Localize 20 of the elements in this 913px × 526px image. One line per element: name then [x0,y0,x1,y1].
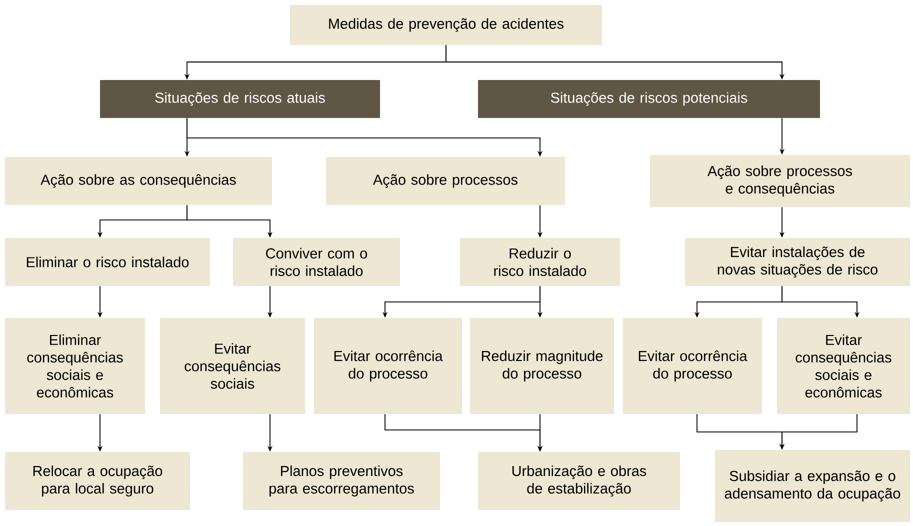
process-box: Subsidiar a expansão e o adensamento da ocupação [715,450,910,522]
process-box: Evitar instalações de novas situações de risco [685,238,910,286]
category-box: Situações de riscos atuais [100,80,380,118]
process-box: Evitar ocorrência do processo [314,318,462,414]
process-box: Eliminar consequências sociais e econômicas [5,318,145,414]
process-box: Relocar a ocupação para local seguro [5,452,190,510]
category-box: Situações de riscos potenciais [478,80,820,118]
process-box: Ação sobre as consequências [5,156,272,205]
process-box: Planos preventivos para escorregamentos [243,452,440,510]
process-box: Evitar consequências sociais e econômicas [777,318,910,414]
process-box: Urbanização e obras de estabilização [478,452,680,510]
process-box: Evitar consequências sociais [160,318,305,414]
process-box: Reduzir o risco instalado [460,238,620,286]
process-box: Evitar ocorrência do processo [623,318,762,414]
process-box: Conviver com o risco instalado [233,238,400,286]
process-box: Reduzir magnitude do processo [470,318,614,414]
process-box: Ação sobre processos e consequências [650,154,910,207]
process-box: Medidas de prevenção de acidentes [290,4,602,45]
process-box: Eliminar o risco instalado [5,238,210,286]
process-box: Ação sobre processos [326,156,565,205]
